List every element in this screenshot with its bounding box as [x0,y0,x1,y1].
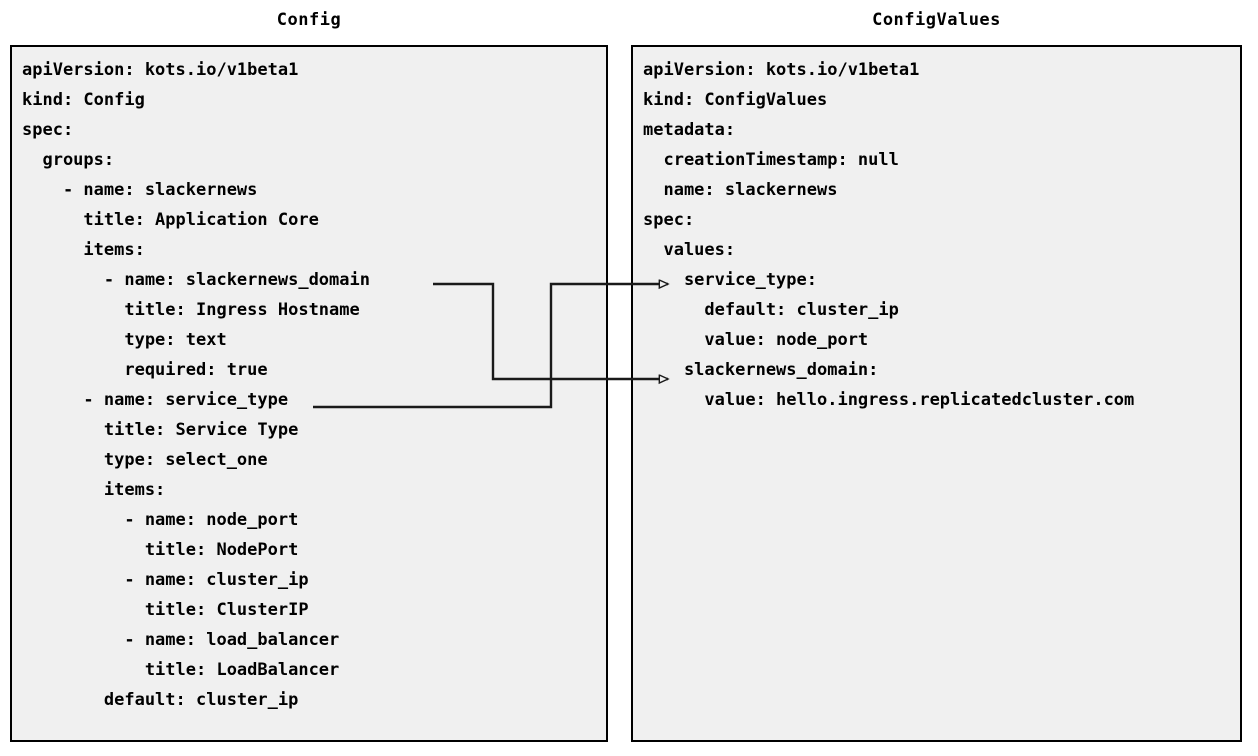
configvalues-yaml-panel: apiVersion: kots.io/v1beta1 kind: ConfigV… [631,45,1242,742]
configvalues-yaml-line: kind: ConfigValues [643,90,828,110]
config-yaml-line: type: select_one [22,450,268,470]
config-yaml-line: title: LoadBalancer [22,660,340,680]
config-yaml-line: - name: slackernews_domain [22,270,370,290]
config-yaml-line: default: cluster_ip [22,690,299,710]
configvalues-yaml-body: apiVersion: kots.io/v1beta1 kind: ConfigV… [643,55,1238,415]
config-yaml-line: spec: [22,120,74,140]
config-yaml-line: - name: load_balancer [22,630,340,650]
config-yaml-line: title: NodePort [22,540,299,560]
configvalues-yaml-line: spec: [643,210,695,230]
configvalues-yaml-line: slackernews_domain: [643,360,879,380]
config-yaml-line: type: text [22,330,227,350]
config-yaml-line: - name: node_port [22,510,299,530]
panel-title-configvalues: ConfigValues [872,10,1001,30]
configvalues-yaml-line: creationTimestamp: null [643,150,899,170]
config-yaml-line: items: [22,240,145,260]
config-yaml-line: - name: slackernews [22,180,258,200]
config-yaml-line: - name: cluster_ip [22,570,309,590]
configvalues-yaml-line: value: node_port [643,330,869,350]
config-yaml-panel: apiVersion: kots.io/v1beta1 kind: Config s… [10,45,608,742]
config-yaml-line: title: ClusterIP [22,600,309,620]
configvalues-yaml-line: metadata: [643,120,736,140]
config-yaml-line: required: true [22,360,268,380]
config-yaml-line: apiVersion: kots.io/v1beta1 [22,60,299,80]
config-yaml-line: title: Ingress Hostname [22,300,360,320]
configvalues-yaml-line: apiVersion: kots.io/v1beta1 [643,60,920,80]
config-yaml-line: items: [22,480,166,500]
config-yaml-line: groups: [22,150,115,170]
config-yaml-line: title: Service Type [22,420,299,440]
config-yaml-line: kind: Config [22,90,145,110]
config-yaml-line: title: Application Core [22,210,319,230]
configvalues-yaml-line: service_type: [643,270,817,290]
configvalues-yaml-line: name: slackernews [643,180,838,200]
configvalues-yaml-line: value: hello.ingress.replicatedcluster.c… [643,390,1135,410]
configvalues-yaml-line: values: [643,240,736,260]
config-yaml-body: apiVersion: kots.io/v1beta1 kind: Config s… [22,55,604,715]
configvalues-yaml-line: default: cluster_ip [643,300,899,320]
config-yaml-line: - name: service_type [22,390,289,410]
panel-title-config: Config [276,10,342,30]
